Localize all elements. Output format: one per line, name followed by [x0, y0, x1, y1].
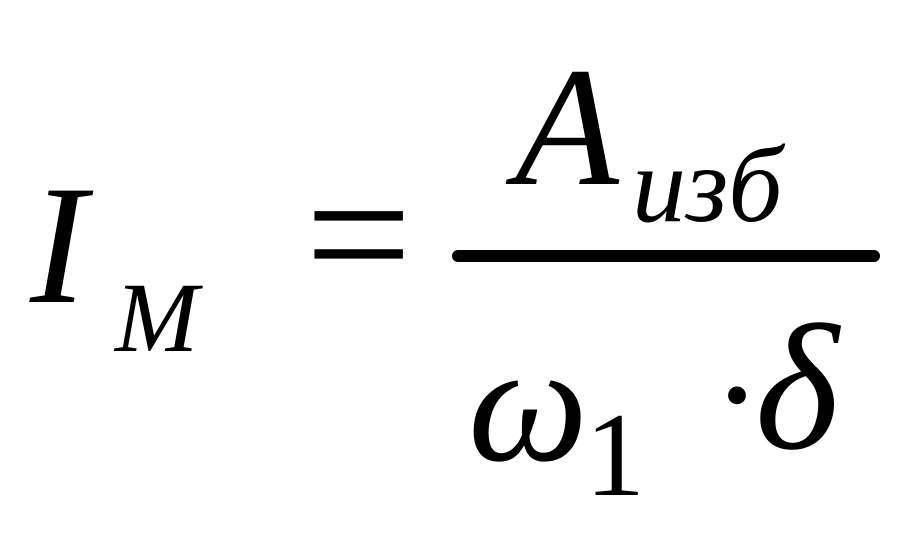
denominator-omega: ω: [468, 309, 589, 497]
lhs-subscript: М: [115, 262, 199, 373]
denominator-delta: δ: [755, 288, 839, 487]
fraction-bar: [452, 250, 880, 262]
denominator-omega-subscript: 1: [585, 388, 645, 521]
multiplication-dot: ·: [712, 312, 762, 478]
equals-sign: =: [305, 130, 413, 340]
numerator-subscript: изб: [632, 126, 783, 245]
numerator-symbol: A: [515, 33, 619, 221]
lhs-symbol: I: [30, 151, 87, 339]
